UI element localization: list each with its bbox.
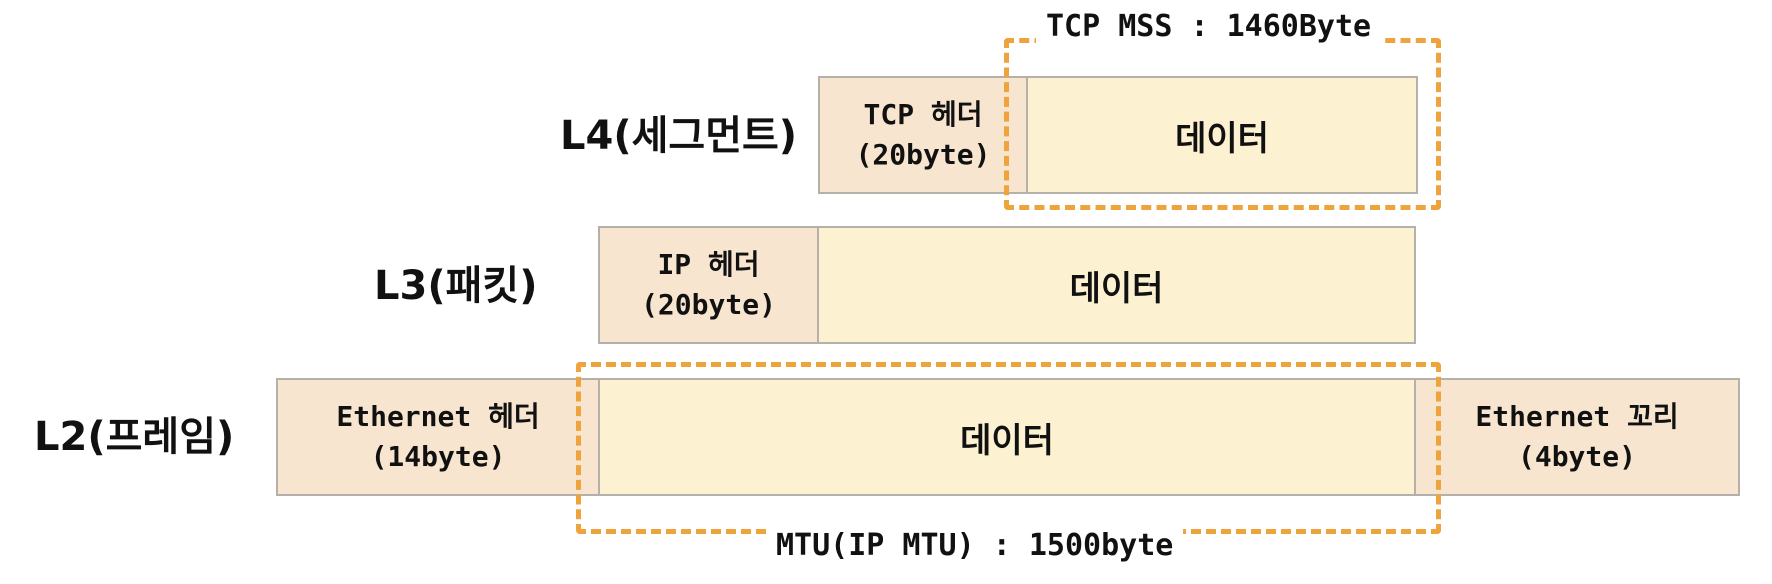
ip-header-box: IP 헤더 (20byte) — [598, 226, 819, 344]
tcp-mss-outline — [1004, 38, 1441, 210]
l4-segment-label: L4(세그먼트) — [560, 113, 798, 159]
ethernet-trailer-size: (4byte) — [1517, 440, 1636, 473]
tcp-header-size: (20byte) — [855, 138, 991, 171]
tcp-header-box: TCP 헤더 (20byte) — [818, 76, 1028, 194]
tcp-mss-label: TCP MSS : 1460Byte — [1036, 9, 1382, 45]
l3-packet-label: L3(패킷) — [374, 263, 538, 309]
mtu-outline — [576, 362, 1441, 534]
ip-header-size: (20byte) — [641, 288, 776, 321]
l4-data-label: 데이터 — [1175, 118, 1269, 159]
l3-data-box: 데이터 — [817, 226, 1416, 344]
mtu-label: MTU(IP MTU) : 1500byte — [766, 528, 1184, 564]
ethernet-trailer-title: Ethernet 꼬리 — [1475, 400, 1679, 433]
l3-data-label: 데이터 — [1069, 268, 1164, 309]
ethernet-header-box: Ethernet 헤더 (14byte) — [276, 378, 600, 496]
l4-data-box: 데이터 — [1026, 76, 1418, 194]
ethernet-header-size: (14byte) — [370, 440, 506, 473]
l2-frame-label: L2(프레임) — [34, 414, 235, 460]
l2-data-box: 데이터 — [598, 378, 1416, 496]
l2-data-label: 데이터 — [960, 420, 1054, 461]
tcp-header-title: TCP 헤더 — [863, 98, 983, 131]
ip-header-title: IP 헤더 — [657, 248, 760, 281]
ethernet-trailer-box: Ethernet 꼬리 (4byte) — [1414, 378, 1740, 496]
ethernet-header-title: Ethernet 헤더 — [336, 400, 540, 433]
